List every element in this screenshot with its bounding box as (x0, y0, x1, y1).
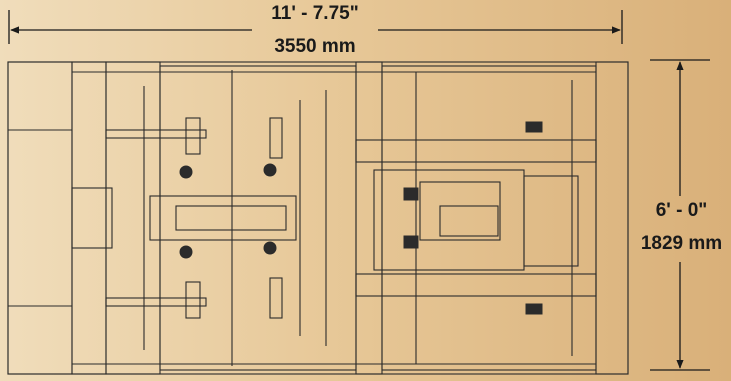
central-drive-rail (149, 195, 297, 241)
tape-head-box-lower (403, 235, 419, 249)
width-metric: 1829 mm (640, 233, 723, 254)
upper-left-motor (179, 165, 193, 179)
machine-outline (7, 61, 629, 375)
tape-head-assembly (373, 169, 525, 271)
hardware-details (179, 121, 543, 315)
lower-squeeze-arm (269, 277, 283, 319)
upper-right-motor (263, 163, 277, 177)
frame-section-5 (381, 65, 597, 371)
frame-section-2 (105, 61, 161, 375)
infeed-conveyor (7, 61, 73, 375)
width-dimension (650, 59, 710, 371)
lower-side-guide (105, 297, 207, 307)
upper-squeeze-arm (269, 117, 283, 159)
lower-left-motor (179, 245, 193, 259)
frame-section-3 (159, 65, 357, 371)
outfeed-rollers (523, 175, 579, 267)
lower-flap-arm (185, 281, 201, 319)
tape-cartridge (439, 205, 499, 237)
drive-chain (175, 205, 287, 231)
upper-flap-arm (185, 117, 201, 155)
upper-sensor (525, 121, 543, 133)
lower-sensor (525, 303, 543, 315)
length-dimension (8, 10, 623, 44)
length-imperial: 11' - 7.75" (271, 3, 359, 24)
lower-right-motor (263, 241, 277, 255)
discharge-end (595, 61, 629, 375)
frame-section-1 (71, 61, 107, 375)
width-imperial: 6' - 0" (655, 200, 708, 221)
upper-side-guide (105, 129, 207, 139)
tape-head-box-upper (403, 187, 419, 201)
tape-head-core (419, 181, 501, 241)
frame-section-4 (355, 61, 383, 375)
length-metric: 3550 mm (274, 36, 356, 57)
infeed-plate (71, 187, 113, 249)
upper-cross-beam (355, 139, 597, 163)
lower-cross-beam (355, 273, 597, 297)
machine-frame (7, 61, 629, 375)
